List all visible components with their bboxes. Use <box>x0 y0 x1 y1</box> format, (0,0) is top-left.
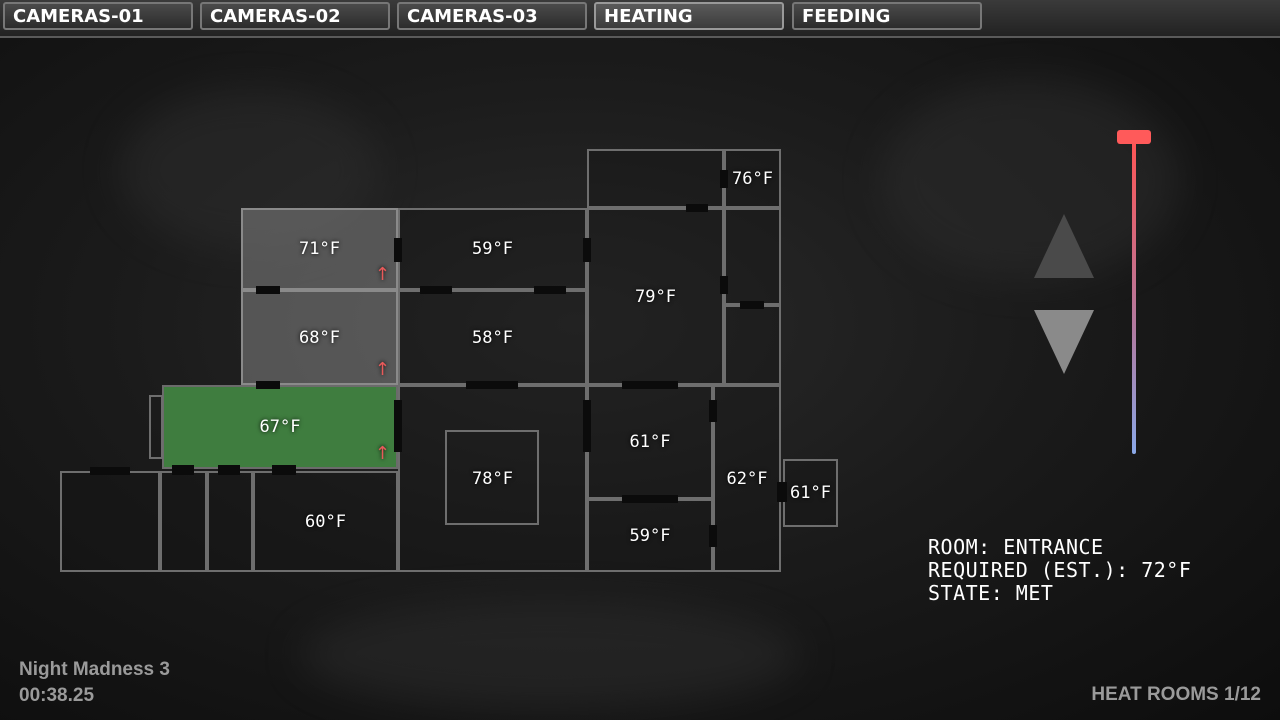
room-unlabeled <box>60 471 160 572</box>
room-61-east[interactable]: 61°F <box>783 459 838 527</box>
heat-rooms-counter: HEAT ROOMS 1/12 <box>1091 684 1261 705</box>
room-unlabeled <box>587 149 724 208</box>
doorway <box>420 286 452 294</box>
heat-up-arrow-icon: ↑ <box>374 264 390 285</box>
doorway <box>218 465 240 475</box>
room-temperature: 76°F <box>732 168 773 189</box>
doorway <box>394 400 402 452</box>
room-unlabeled <box>160 471 207 572</box>
room-62[interactable]: 62°F <box>713 385 781 572</box>
room-temperature: 79°F <box>635 286 676 307</box>
doorway <box>709 400 717 422</box>
room-temperature: 67°F <box>259 417 301 437</box>
room-temperature: 62°F <box>726 468 768 489</box>
doorway <box>256 286 280 294</box>
tab-feeding[interactable]: FEEDING <box>792 2 982 30</box>
doorway <box>466 381 518 389</box>
room-unlabeled <box>724 208 781 305</box>
required-temperature-line: REQUIRED (EST.): 72°F <box>928 558 1192 582</box>
room-info-panel: ROOM: ENTRANCE REQUIRED (EST.): 72°F STA… <box>928 536 1191 605</box>
room-name-line: ROOM: ENTRANCE <box>928 535 1104 559</box>
room-temperature: 61°F <box>629 432 671 452</box>
doorway <box>740 301 764 309</box>
doorway <box>622 381 678 389</box>
doorway <box>720 170 728 188</box>
doorway <box>583 400 591 452</box>
thermostat-slider-track[interactable] <box>1132 142 1136 454</box>
doorway <box>709 525 717 547</box>
thermostat-slider-knob[interactable] <box>1117 130 1151 144</box>
tab-heating[interactable]: HEATING <box>594 2 784 30</box>
room-temperature: 61°F <box>790 483 831 503</box>
night-timer: 00:38.25 <box>19 685 95 706</box>
room-59-north[interactable]: 59°F <box>398 208 587 290</box>
room-68[interactable]: 68°F ↑ <box>241 290 398 385</box>
room-76[interactable]: 76°F <box>724 149 781 208</box>
tab-cameras-03[interactable]: CAMERAS-03 <box>397 2 587 30</box>
room-temperature: 71°F <box>299 239 340 259</box>
room-unlabeled <box>724 305 781 385</box>
doorway <box>90 467 130 475</box>
room-67-entrance[interactable]: 67°F ↑ <box>162 385 398 469</box>
doorway <box>256 381 280 389</box>
room-unlabeled <box>207 471 253 572</box>
doorway <box>272 465 296 475</box>
doorway <box>777 482 787 502</box>
triangle-down-icon <box>1034 310 1094 374</box>
doorway <box>622 495 678 503</box>
doorway <box>172 465 194 475</box>
raise-temperature-button[interactable] <box>1032 212 1096 280</box>
night-info: Night Madness 3 00:38.25 <box>19 657 170 709</box>
doorway <box>720 276 728 294</box>
room-78-inner-frame <box>445 430 539 525</box>
night-title: Night Madness 3 <box>19 659 170 680</box>
camera-tab-bar: CAMERAS-01 CAMERAS-02 CAMERAS-03 HEATING… <box>0 0 1280 38</box>
room-temperature: 58°F <box>472 327 513 348</box>
room-59-south[interactable]: 59°F <box>587 499 713 572</box>
heat-up-arrow-icon: ↑ <box>374 443 390 464</box>
heat-up-arrow-icon: ↑ <box>374 359 390 380</box>
entrance-door-frame <box>149 395 163 459</box>
room-state-line: STATE: MET <box>928 581 1054 605</box>
room-60[interactable]: 60°F <box>253 471 398 572</box>
background-haze <box>120 90 380 250</box>
doorway <box>583 238 591 262</box>
tab-cameras-01[interactable]: CAMERAS-01 <box>3 2 193 30</box>
room-78[interactable]: 78°F <box>398 385 587 572</box>
doorway <box>534 286 566 294</box>
room-temperature: 60°F <box>305 511 346 532</box>
background-haze <box>880 80 1180 280</box>
room-temperature: 59°F <box>629 525 671 546</box>
room-temperature: 68°F <box>299 327 340 348</box>
triangle-up-icon <box>1034 214 1094 278</box>
room-58[interactable]: 58°F <box>398 290 587 385</box>
lower-temperature-button[interactable] <box>1032 308 1096 376</box>
room-79[interactable]: 79°F <box>587 208 724 385</box>
doorway <box>394 238 402 262</box>
room-temperature: 78°F <box>472 468 513 489</box>
room-71[interactable]: 71°F ↑ <box>241 208 398 290</box>
room-temperature: 59°F <box>472 239 513 259</box>
doorway <box>686 204 708 212</box>
room-61-center[interactable]: 61°F <box>587 385 713 499</box>
background-haze <box>300 600 800 710</box>
tab-cameras-02[interactable]: CAMERAS-02 <box>200 2 390 30</box>
